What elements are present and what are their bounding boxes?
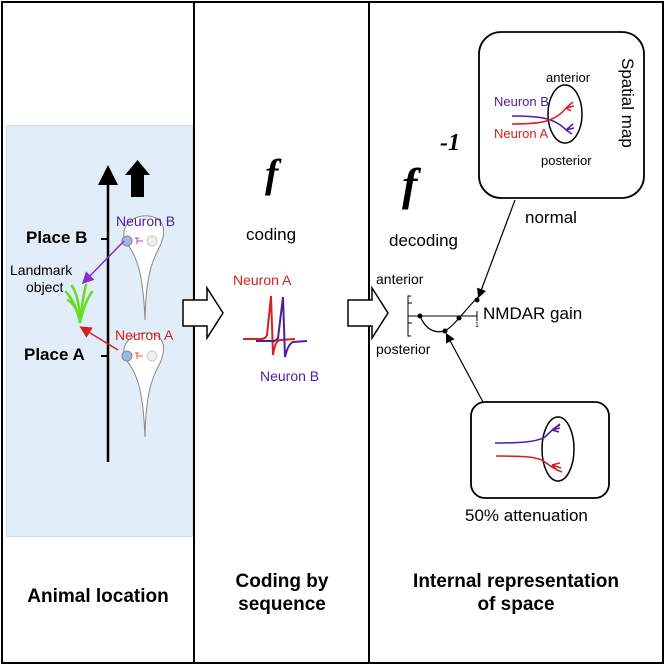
place-b-label: Place B: [26, 228, 88, 247]
graph-anterior-label: anterior: [376, 271, 424, 287]
attenuated-axon-a: [495, 455, 563, 473]
footer-animal-location: Animal location: [4, 585, 192, 608]
coding-function-symbol: f: [265, 151, 279, 196]
neuron-a-landmark-arrow: [79, 326, 119, 351]
place-a-label: Place A: [24, 345, 85, 364]
footer-internal-line1: Internal representation: [413, 571, 619, 592]
neuron-b-label: Neuron B: [116, 213, 176, 229]
divider-2: [368, 1, 370, 662]
graph-x-axis-label: NMDAR gain: [483, 304, 583, 323]
direction-arrow-icon: [125, 160, 150, 197]
spike-neuron-a-label: Neuron A: [233, 272, 292, 288]
landmark-label-line1: Landmark: [10, 262, 73, 278]
spatial-map-box-normal: [478, 31, 645, 199]
flow-arrow-1-icon: [182, 285, 224, 341]
footer-internal-representation: Internal representation of space: [371, 570, 661, 616]
map-neuron-a-label: Neuron A: [494, 126, 549, 141]
attenuated-tectum-ellipse: [541, 416, 575, 482]
normal-pointer-arrow: [477, 199, 516, 299]
decoding-label: decoding: [389, 231, 459, 250]
footer-coding-line1: Coding by: [235, 571, 329, 592]
larva-b-icon: [121, 215, 164, 321]
decoding-function-symbol: f: [402, 159, 418, 210]
neuron-a-label: Neuron A: [115, 327, 174, 343]
spike-trace-b: [256, 296, 308, 358]
spike-neuron-b-label: Neuron B: [260, 368, 320, 384]
divider-1: [193, 1, 195, 662]
animal-location-panel-bg: [6, 125, 193, 537]
attenuation-pointer-arrow: [445, 332, 484, 403]
normal-label: normal: [525, 208, 577, 227]
footer-coding-line2: sequence: [238, 594, 326, 615]
neuron-b-landmark-arrow: [81, 240, 125, 285]
spatial-map-box-attenuated: [470, 401, 610, 499]
landmark-plant-icon: [64, 283, 94, 324]
map-anterior-label: anterior: [546, 70, 591, 85]
footer-coding-by-sequence: Coding by sequence: [196, 570, 368, 616]
coding-label: coding: [246, 225, 297, 244]
map-axon-b: [511, 115, 575, 135]
map-neuron-b-label: Neuron B: [494, 94, 549, 109]
landmark-label-line2: object: [26, 279, 64, 295]
map-posterior-label: posterior: [541, 153, 592, 168]
inverse-superscript: -1: [440, 130, 460, 156]
footer-animal-location-text: Animal location: [27, 586, 169, 607]
graph-posterior-label: posterior: [376, 341, 431, 357]
map-tectum-ellipse: [547, 84, 583, 144]
spatial-map-title: Spatial map: [618, 58, 637, 148]
spike-trace-a: [243, 295, 296, 356]
larva-a-icon: [121, 332, 164, 438]
gain-curve: [419, 296, 479, 333]
nmdar-gain-graph: [407, 295, 480, 337]
attenuated-axon-b: [494, 423, 561, 444]
graph-tick-one: 1: [475, 322, 479, 329]
map-axon-a: [511, 101, 575, 125]
footer-internal-line2: of space: [477, 594, 555, 615]
attenuation-label: 50% attenuation: [465, 506, 588, 525]
flow-arrow-2-icon: [347, 285, 389, 341]
